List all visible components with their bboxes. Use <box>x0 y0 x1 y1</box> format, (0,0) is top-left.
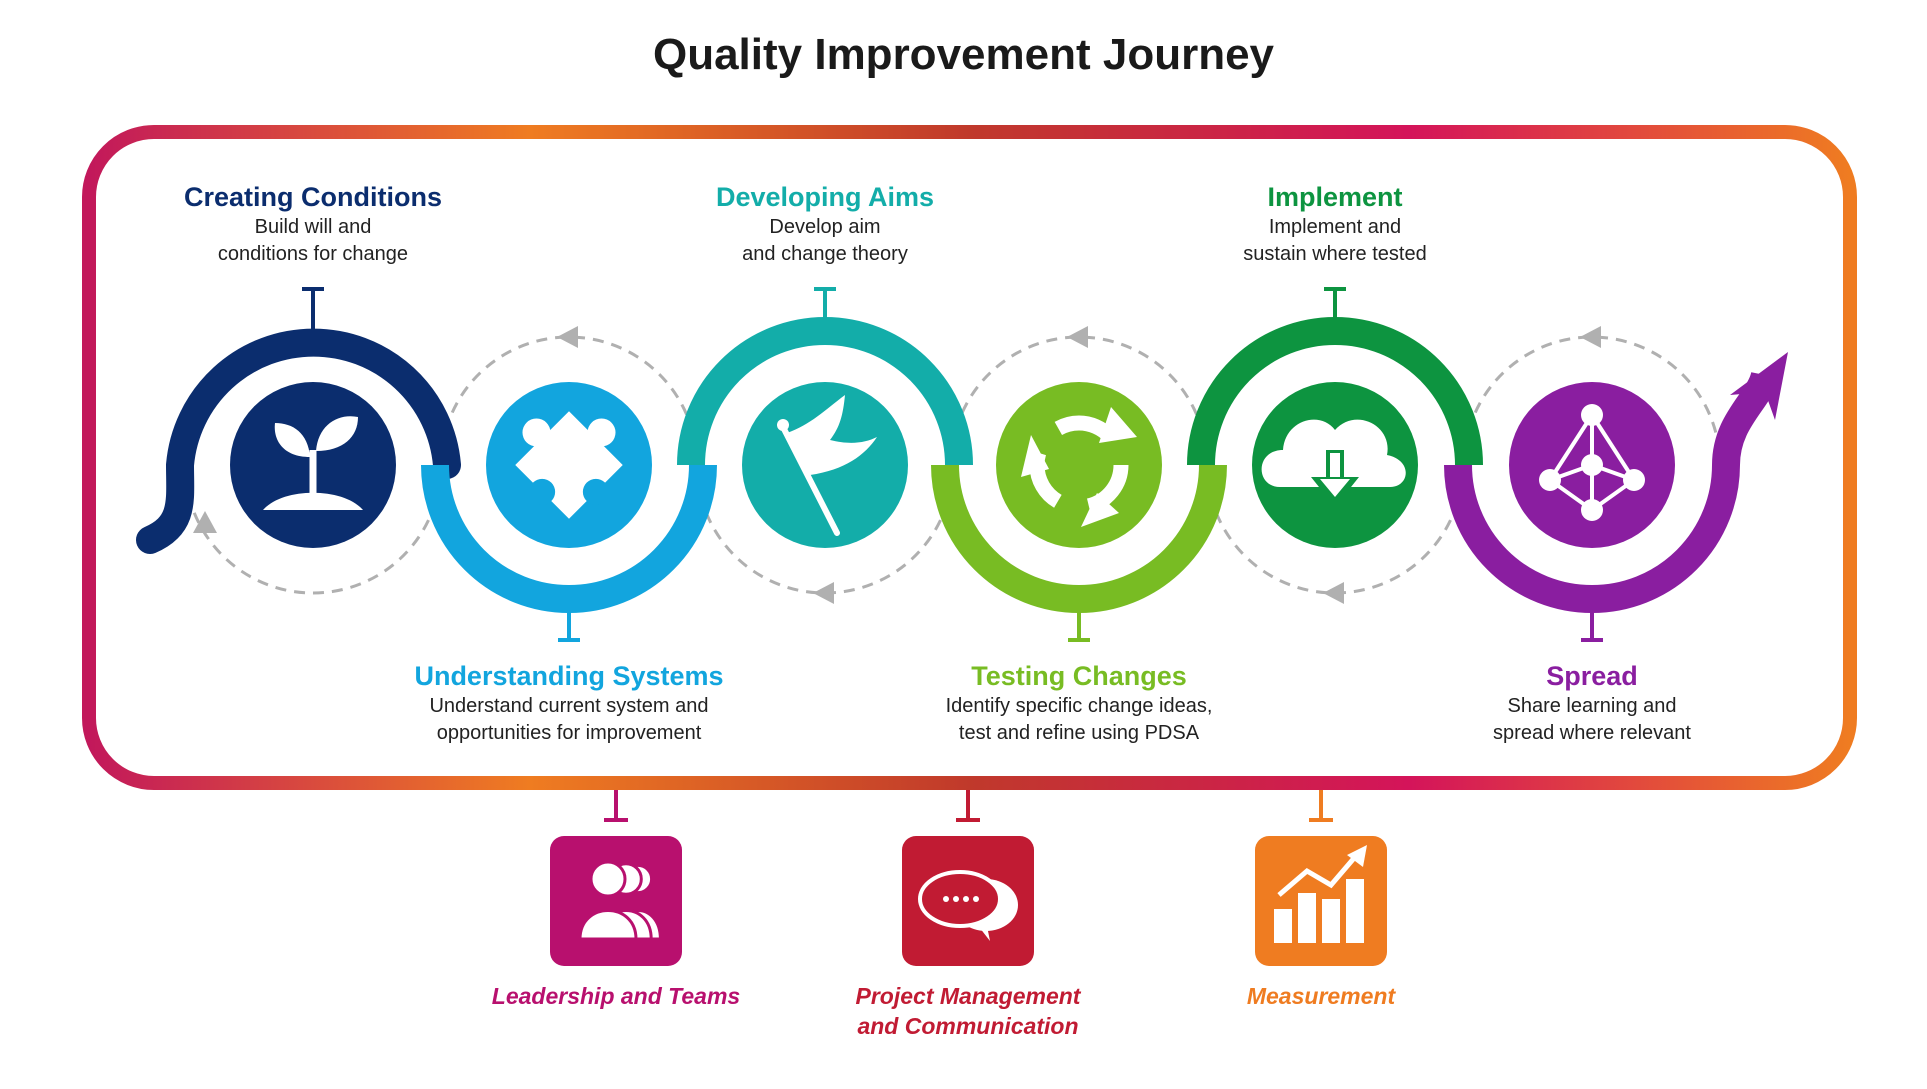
dashed-arrowhead <box>193 511 217 533</box>
support-icon-tile <box>550 836 682 966</box>
stage-title: Developing Aims <box>715 182 935 212</box>
dashed-arrowhead <box>557 326 578 348</box>
support-label-line: Project Management <box>855 983 1081 1009</box>
support-label-line: and Communication <box>857 1013 1079 1039</box>
stage-icon-5 <box>1252 382 1418 548</box>
stage-title: Understanding Systems <box>414 661 724 691</box>
support-3 <box>1255 790 1387 966</box>
dashed-arrowhead <box>813 582 834 604</box>
stage-description-line: Develop aim <box>769 216 881 238</box>
support-label-3: Measurement <box>1161 981 1481 1011</box>
support-icon-tile <box>1255 836 1387 966</box>
stage-description-line: Build will and <box>254 216 372 238</box>
stage-description-line: spread where relevant <box>1493 722 1691 744</box>
speech-bubbles-icon <box>918 870 1018 941</box>
stage-description: Identify specific change ideas, test and … <box>889 693 1269 747</box>
stage-description: Build will and conditions for change <box>123 214 503 268</box>
support-label-2: Project Management and Communication <box>808 981 1128 1041</box>
stage-description: Understand current system and opportuniti… <box>379 693 759 747</box>
cloud-download-icon <box>1261 419 1406 507</box>
bar-chart-trend-icon <box>1274 845 1367 943</box>
stage-icon-4 <box>996 382 1162 548</box>
flag-icon <box>777 395 877 536</box>
stage-marker <box>1068 599 1090 642</box>
stage-icon-6 <box>1509 382 1675 548</box>
stage-description-line: Understand current system and <box>429 695 709 717</box>
page-title: Quality Improvement Journey <box>652 30 1275 79</box>
stage-title: Spread <box>1546 661 1638 691</box>
dashed-arrowhead <box>1580 326 1601 348</box>
network-nodes-icon <box>1539 404 1645 521</box>
dashed-arrowhead <box>1067 326 1088 348</box>
support-label-1: Leadership and Teams <box>456 981 776 1011</box>
dashed-arrowhead <box>1323 582 1344 604</box>
journey-end-arrowhead <box>1730 352 1788 420</box>
stage-description-line: conditions for change <box>217 243 409 265</box>
stage-marker <box>1324 287 1346 331</box>
stage-title: Implement <box>1267 182 1403 212</box>
support-1 <box>550 790 682 966</box>
journey-path-segment <box>136 328 461 554</box>
support-2 <box>902 790 1034 966</box>
stage-title: Creating Conditions <box>184 182 442 212</box>
cycle-arrows-icon <box>1021 407 1137 527</box>
stage-description-line: opportunities for improvement <box>436 722 702 744</box>
stage-description-line: Identify specific change ideas, <box>945 695 1213 717</box>
stage-description-line: Implement and <box>1268 216 1402 238</box>
support-label-line: Leadership and Teams <box>491 983 741 1009</box>
journey-frame <box>82 125 1857 790</box>
stage-icon-2 <box>486 382 652 548</box>
sprout-icon <box>263 416 363 510</box>
stage-marker <box>1581 599 1603 642</box>
team-people-icon <box>578 860 662 941</box>
puzzle-piece-icon <box>515 411 623 519</box>
stage-description: Develop aim and change theory <box>635 214 1015 268</box>
stage-icon-circle <box>996 382 1162 548</box>
stage-title: Testing Changes <box>971 661 1187 691</box>
stage-marker <box>302 287 324 331</box>
stage-description-line: and change theory <box>742 243 908 265</box>
stage-icon-3 <box>742 382 908 548</box>
stage-marker <box>814 287 836 331</box>
stage-description: Share learning and spread where relevant <box>1402 693 1782 747</box>
stage-icon-1 <box>230 382 396 548</box>
stage-marker <box>558 599 580 642</box>
stage-description-line: Share learning and <box>1507 695 1677 717</box>
stage-description-line: sustain where tested <box>1243 243 1427 265</box>
support-label-line: Measurement <box>1246 983 1396 1009</box>
stage-description-line: test and refine using PDSA <box>958 722 1200 744</box>
stage-description: Implement and sustain where tested <box>1145 214 1525 268</box>
